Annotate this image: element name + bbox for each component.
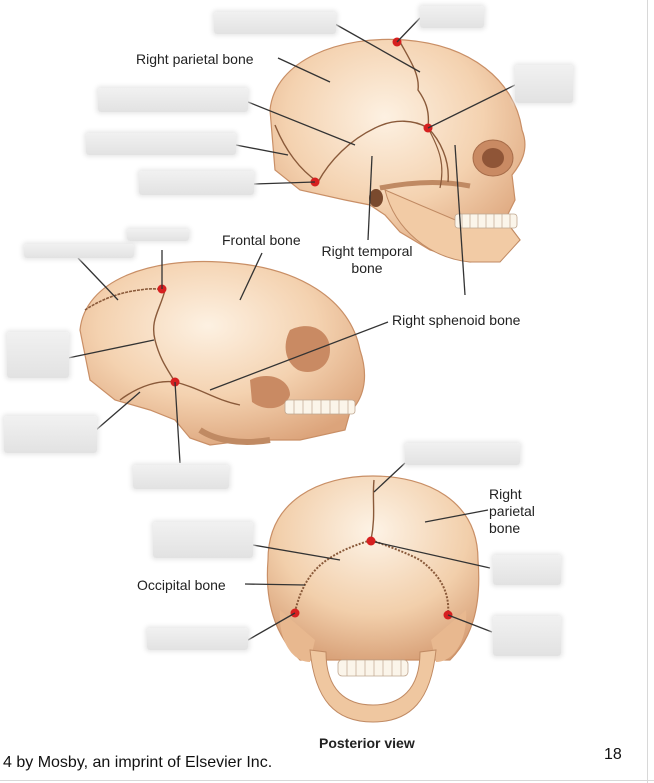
- hidden-label-mask[interactable]: [4, 416, 97, 453]
- mastoid-right: [431, 610, 467, 662]
- hidden-label-mask[interactable]: [515, 65, 573, 103]
- leader-sphenoid-top: [454, 144, 466, 296]
- leader-mask-posterior-left: [252, 544, 341, 561]
- leader-mask-posterior-top: [373, 462, 406, 493]
- label-right-parietal-bone-posterior: Right parietal bone: [489, 486, 535, 536]
- leader-mask-posterior-right2: [447, 614, 493, 633]
- leader-mask5: [235, 144, 289, 156]
- lateral-skull-right: [269, 37, 526, 263]
- ear-canal: [369, 189, 383, 207]
- leader-temporal: [367, 155, 373, 241]
- frame-border-right: [647, 0, 648, 783]
- leader-right-parietal-posterior: [424, 509, 489, 523]
- oblique-skull: [79, 260, 366, 446]
- zygomatic-arch: [379, 179, 471, 191]
- label-right-sphenoid-bone: Right sphenoid bone: [392, 312, 521, 328]
- lambda-marker: [366, 536, 376, 546]
- copyright-text: 4 by Mosby, an imprint of Elsevier Inc.: [3, 754, 273, 771]
- label-right-temporal-bone: Right temporal bone: [321, 243, 413, 276]
- posterior-teeth: [337, 659, 409, 677]
- leader-frontal: [239, 252, 263, 301]
- label-right-parietal-bone: Right parietal bone: [136, 51, 254, 67]
- oblique-orbit: [285, 326, 330, 372]
- leader-mask3: [247, 101, 356, 146]
- hidden-label-mask[interactable]: [153, 522, 253, 558]
- posterior-skull: [266, 475, 480, 723]
- oblique-nasal: [250, 375, 290, 409]
- leader-mask6: [253, 181, 316, 185]
- hidden-label-mask[interactable]: [86, 133, 236, 155]
- leader-sphenoid-mid: [209, 321, 389, 391]
- orbit-shadow: [482, 148, 504, 168]
- sphenoid-suture: [427, 127, 443, 189]
- hidden-label-mask[interactable]: [127, 229, 189, 241]
- hidden-label-mask[interactable]: [133, 465, 229, 489]
- leader-mask-mid-left: [67, 339, 155, 359]
- coronal-suture: [399, 41, 449, 183]
- label-frontal-bone: Frontal bone: [222, 232, 301, 248]
- frame-border-bottom: [0, 780, 654, 781]
- leader-top-mask2: [396, 17, 421, 43]
- leader-mask4: [427, 84, 516, 129]
- page-number: 18: [604, 746, 622, 763]
- hidden-label-mask[interactable]: [24, 244, 134, 258]
- posterior-mandible: [309, 649, 437, 723]
- leader-lines: [67, 17, 516, 641]
- leader-right-parietal-top: [277, 57, 331, 83]
- lambdoid-suture-posterior: [294, 538, 450, 616]
- hidden-label-mask[interactable]: [420, 6, 484, 28]
- sagittal-suture-posterior: [370, 479, 375, 541]
- hidden-label-mask[interactable]: [139, 171, 254, 195]
- hidden-label-mask[interactable]: [493, 616, 561, 656]
- oblique-cranium: [79, 260, 366, 446]
- leader-mask-posterior-right: [374, 541, 491, 569]
- leader-occipital: [244, 583, 306, 586]
- hidden-label-mask[interactable]: [147, 628, 248, 650]
- view-caption: Posterior view: [319, 735, 415, 751]
- leader-mask-posterior-left2: [247, 612, 296, 641]
- teeth-upper: [454, 213, 518, 229]
- leader-top-mask1: [334, 23, 421, 73]
- squamous-suture: [317, 120, 429, 183]
- mastoid-left: [279, 610, 315, 662]
- label-occipital-bone: Occipital bone: [137, 577, 226, 593]
- coronal-suture-oblique: [153, 289, 176, 383]
- hidden-label-mask[interactable]: [405, 443, 520, 465]
- leader-mask-mid-left2: [95, 391, 141, 431]
- hidden-label-mask[interactable]: [214, 12, 336, 34]
- oblique-teeth: [284, 399, 356, 415]
- hidden-label-mask[interactable]: [98, 88, 248, 112]
- leader-mask-mid-bottom: [174, 381, 181, 464]
- hidden-label-mask[interactable]: [7, 332, 69, 378]
- oblique-mandible: [198, 427, 271, 445]
- leader-sagittal-mid: [77, 257, 119, 301]
- hidden-label-mask[interactable]: [493, 555, 561, 585]
